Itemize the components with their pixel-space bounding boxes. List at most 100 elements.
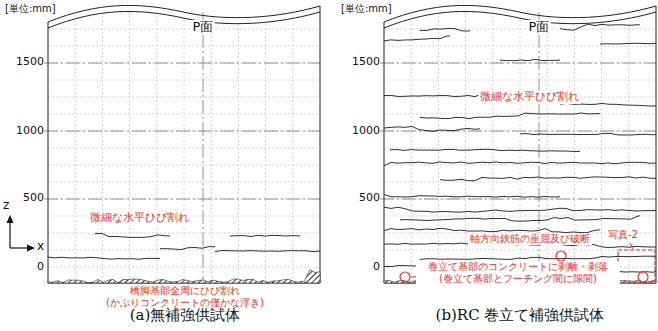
grid-line bbox=[48, 233, 320, 234]
grid-line bbox=[384, 250, 656, 251]
axis-name: x bbox=[37, 240, 44, 254]
axis-name: z bbox=[3, 199, 9, 213]
damage-note: 巻立て基部のコンクリートに剥離・剥落 (巻立て基部とフーチング間に隙間) bbox=[416, 261, 620, 284]
grid-line bbox=[384, 114, 656, 115]
crack-line bbox=[600, 43, 656, 45]
grid-line bbox=[384, 216, 656, 217]
crack-line bbox=[384, 207, 656, 212]
grid-line bbox=[265, 0, 266, 283]
photo-reference: 写真-2 bbox=[606, 229, 640, 241]
callout-circle bbox=[556, 251, 566, 261]
grid-line bbox=[48, 80, 320, 81]
axis-tick: 1500 bbox=[16, 56, 44, 69]
arrow-head bbox=[7, 215, 14, 223]
crack-line bbox=[560, 24, 640, 30]
column-edge bbox=[320, 6, 321, 283]
crack-note: 微細な水平ひび割れ bbox=[478, 91, 581, 104]
grid-line bbox=[48, 182, 320, 183]
grid-line bbox=[238, 0, 239, 283]
column-top bbox=[384, 5, 656, 22]
grid-line bbox=[465, 0, 466, 283]
grid-line bbox=[384, 29, 656, 30]
spalling-area bbox=[305, 270, 320, 283]
crack-line bbox=[384, 162, 656, 166]
photo-frame bbox=[618, 250, 655, 282]
grid-line bbox=[384, 46, 656, 47]
crack-line bbox=[384, 36, 450, 41]
column-edge bbox=[656, 6, 657, 283]
grid-line bbox=[384, 148, 656, 149]
grid-line bbox=[384, 165, 656, 166]
crack-line bbox=[215, 250, 320, 251]
grid-line bbox=[211, 0, 212, 283]
grid-line bbox=[411, 0, 412, 283]
crack-line bbox=[95, 233, 170, 237]
crack-line bbox=[420, 113, 600, 119]
level-line bbox=[380, 199, 656, 200]
grid-line bbox=[48, 29, 320, 30]
grid-line bbox=[384, 80, 656, 81]
grid-line bbox=[184, 0, 185, 283]
crack-line bbox=[384, 126, 480, 131]
face-label: P面 bbox=[527, 20, 552, 35]
axis-tick: 1500 bbox=[352, 56, 380, 69]
center-line bbox=[203, 12, 204, 283]
axis-line bbox=[9, 220, 10, 248]
level-line bbox=[44, 131, 320, 132]
axis-tick: 1000 bbox=[16, 125, 44, 138]
specimen-panel bbox=[44, 0, 320, 283]
arrow-head bbox=[27, 245, 35, 252]
damage-note: 軸方向鉄筋の座屈及び破断 bbox=[468, 233, 592, 245]
level-line bbox=[44, 199, 320, 200]
axis-symbol bbox=[7, 215, 36, 252]
axis-tick: 500 bbox=[23, 192, 44, 205]
grid-line bbox=[292, 0, 293, 283]
axis-tick: 0 bbox=[37, 261, 44, 274]
grid-line bbox=[438, 0, 439, 283]
grid-line bbox=[48, 250, 320, 251]
leader-line bbox=[630, 243, 633, 249]
column-edge bbox=[48, 22, 49, 283]
grid-line bbox=[384, 182, 656, 183]
grid-line bbox=[75, 0, 76, 283]
column-top bbox=[48, 5, 320, 22]
grid-line bbox=[48, 267, 320, 268]
unit-note: [単位:mm] bbox=[5, 3, 56, 15]
crack-line bbox=[440, 177, 656, 181]
axis-tick: 1000 bbox=[352, 125, 380, 138]
axis-tick: 0 bbox=[373, 261, 380, 274]
axis-tick: 500 bbox=[359, 192, 380, 205]
grid-line bbox=[48, 97, 320, 98]
panel-caption: (a)無補強供試体 bbox=[130, 307, 241, 324]
panel-caption: (b)RC 巻立て補強供試体 bbox=[436, 307, 605, 324]
spalling-area bbox=[48, 279, 305, 283]
callout-circle bbox=[400, 272, 410, 282]
grid-line bbox=[129, 0, 130, 283]
crack-line bbox=[420, 256, 656, 259]
grid-line bbox=[628, 0, 629, 283]
grid-line bbox=[601, 0, 602, 283]
grid-line bbox=[48, 165, 320, 166]
grid-line bbox=[48, 46, 320, 47]
crack-line bbox=[384, 194, 560, 197]
crack-line bbox=[500, 59, 560, 60]
grid-line bbox=[156, 0, 157, 283]
grid bbox=[48, 0, 320, 283]
specimen-panel bbox=[380, 0, 656, 283]
unit-note: [単位:mm] bbox=[341, 3, 392, 15]
crack-note: 橋脚基部全周にひび割れ (かぶりコンクリートの僅かな浮き) bbox=[83, 285, 287, 308]
crack-line bbox=[48, 257, 160, 259]
crack-line bbox=[160, 247, 215, 250]
crack-line bbox=[400, 216, 640, 221]
level-line bbox=[44, 63, 320, 64]
crack-line bbox=[390, 149, 580, 151]
crack-note: 微細な水平ひび割れ bbox=[88, 212, 191, 225]
column-top bbox=[384, 11, 656, 28]
grid-line bbox=[102, 0, 103, 283]
crack-line bbox=[560, 103, 656, 106]
level-line bbox=[380, 63, 656, 64]
crack-line bbox=[230, 235, 300, 236]
grid bbox=[384, 0, 656, 283]
callout-circle bbox=[638, 272, 648, 282]
